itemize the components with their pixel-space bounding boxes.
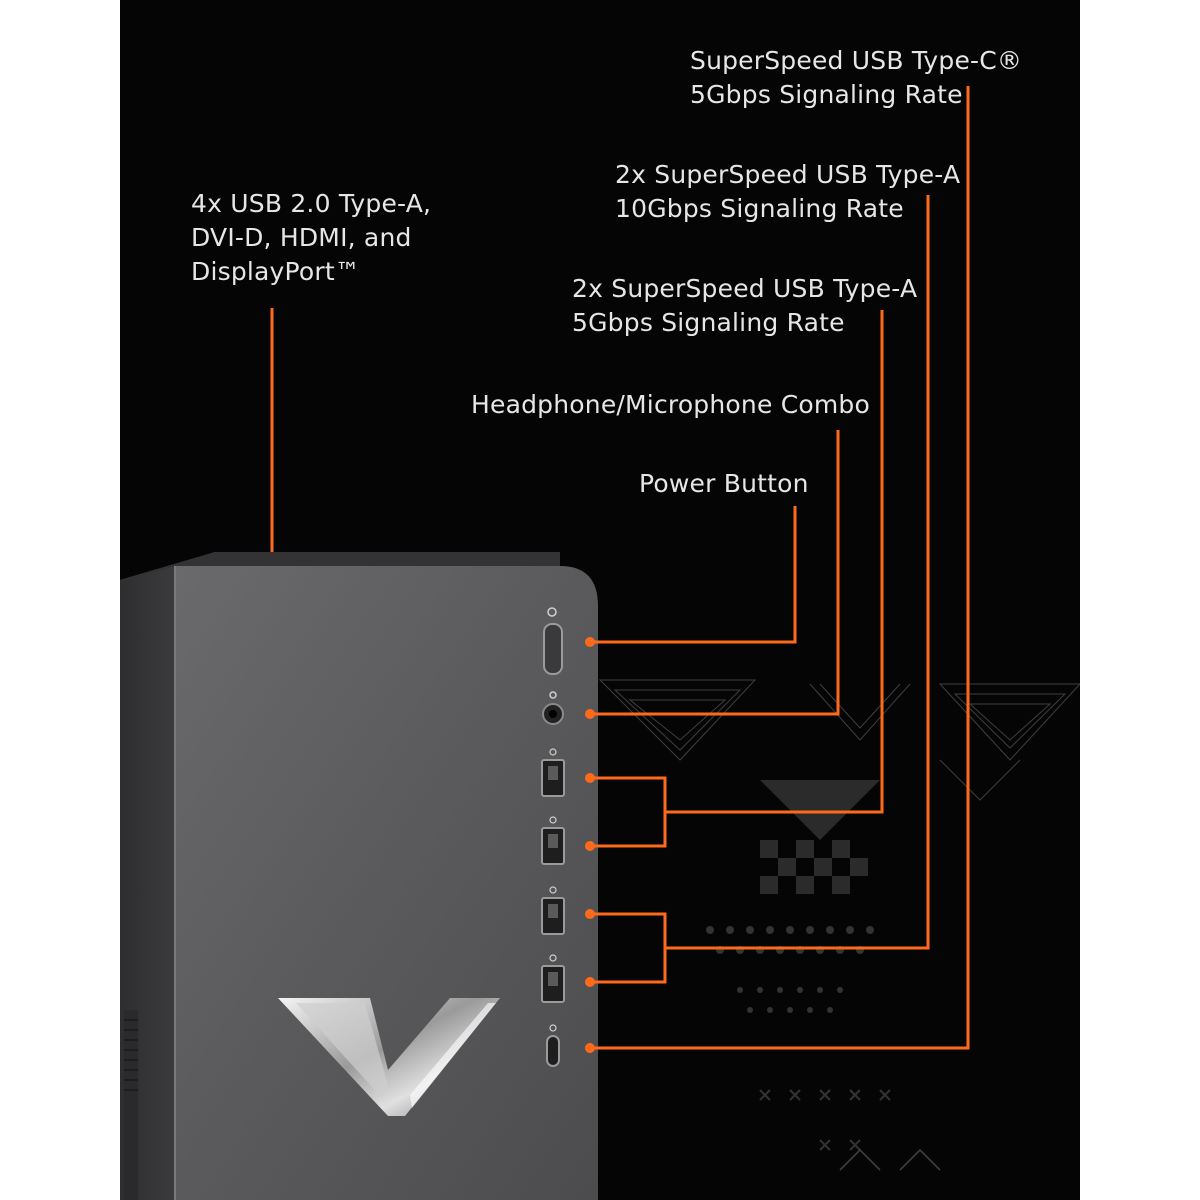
rear-ports-line-3: DisplayPort™: [191, 257, 361, 286]
pc-tower-illustration: [120, 86, 1080, 1200]
rear-ports-line-2: DVI-D, HDMI, and: [191, 223, 412, 252]
product-image: SuperSpeed USB Type-C® 5Gbps Signaling R…: [120, 0, 1080, 1200]
usb-c-callout: SuperSpeed USB Type-C® 5Gbps Signaling R…: [690, 44, 1022, 112]
usb-a-port-icon: [541, 748, 565, 797]
rear-ports-callout: 4x USB 2.0 Type-A, DVI-D, HDMI, and Disp…: [191, 187, 431, 289]
callout-lines: [270, 86, 970, 1050]
usb-c-port-icon: [546, 1024, 560, 1067]
tower-top-edge: [120, 552, 560, 582]
headphone-leader-line: [590, 430, 840, 716]
usb-a-port-icon: [541, 816, 565, 865]
usb-a-5g-callout-title: 2x SuperSpeed USB Type-A: [572, 274, 918, 303]
headphone-callout-title: Headphone/Microphone Combo: [471, 390, 870, 419]
victus-v-logo: [278, 998, 500, 1116]
tower-front-panel: [175, 566, 598, 1200]
power-button-icon: [543, 607, 563, 675]
power-leader-line: [590, 506, 797, 644]
usb-a-5g-leader-line: [590, 310, 884, 848]
side-vent: [124, 1010, 138, 1200]
usb-a-10g-callout-title: 2x SuperSpeed USB Type-A: [615, 160, 961, 189]
usb-a-10g-callout: 2x SuperSpeed USB Type-A 10Gbps Signalin…: [615, 158, 960, 226]
usb-a-port-icon: [541, 954, 565, 1003]
usb-c-callout-rate: 5Gbps Signaling Rate: [690, 80, 963, 109]
usb-a-port-icon: [541, 886, 565, 935]
audio-jack-icon: [542, 691, 564, 725]
usb-c-leader-line: [590, 86, 970, 1050]
usb-a-10g-callout-rate: 10Gbps Signaling Rate: [615, 194, 904, 223]
usb-a-5g-callout-rate: 5Gbps Signaling Rate: [572, 308, 845, 337]
headphone-callout: Headphone/Microphone Combo: [471, 388, 870, 422]
power-callout-title: Power Button: [639, 469, 809, 498]
background-pattern: [598, 679, 1080, 1171]
power-callout: Power Button: [639, 467, 809, 501]
usb-a-10g-leader-line: [590, 195, 930, 984]
rear-ports-line-1: 4x USB 2.0 Type-A,: [191, 189, 432, 218]
usb-c-callout-title: SuperSpeed USB Type-C®: [690, 46, 1023, 75]
usb-a-5g-callout: 2x SuperSpeed USB Type-A 5Gbps Signaling…: [572, 272, 917, 340]
